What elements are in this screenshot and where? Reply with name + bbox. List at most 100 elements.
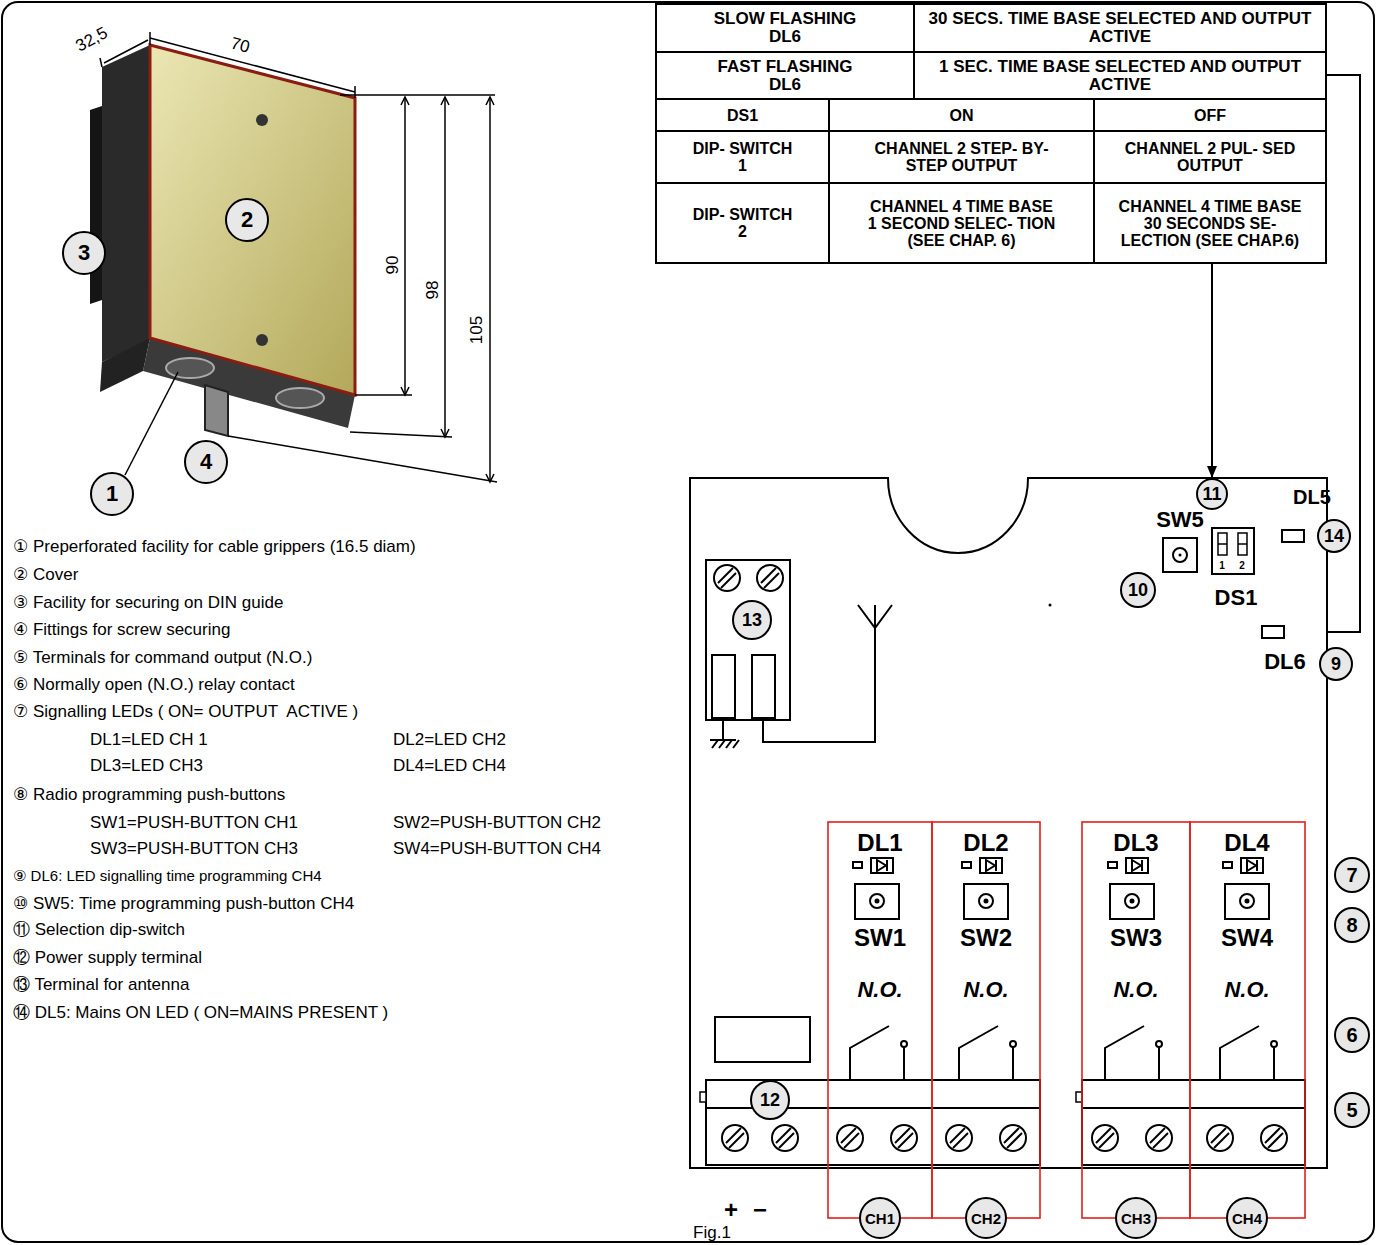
label-text: DL2 bbox=[963, 830, 1008, 856]
label-text: SW5 bbox=[1156, 508, 1204, 532]
callout-circle: 9 bbox=[1319, 647, 1353, 681]
callout-number: 3 bbox=[78, 242, 90, 264]
callout-circle: 11 bbox=[1196, 478, 1228, 510]
label-text: ⑪ Selection dip-switch bbox=[13, 921, 185, 940]
cell-text: 1 SEC. TIME BASE SELECTED AND OUTPUT ACT… bbox=[925, 58, 1315, 94]
table-cell: ON bbox=[828, 98, 1095, 132]
callout-circle: CH2 bbox=[965, 1197, 1007, 1239]
callout-circle: 1 bbox=[90, 472, 134, 516]
label-text: DL3 bbox=[1113, 830, 1158, 856]
callout-circle: 14 bbox=[1317, 519, 1351, 553]
label-text: SW3 bbox=[1110, 925, 1162, 951]
table-cell: 30 SECS. TIME BASE SELECTED AND OUTPUT A… bbox=[913, 3, 1327, 53]
label-text: SW4 bbox=[1221, 925, 1273, 951]
callout-number: 8 bbox=[1346, 915, 1357, 935]
label-text: ⑫ Power supply terminal bbox=[13, 949, 202, 968]
callout-number: CH1 bbox=[865, 1211, 895, 1226]
label-text: N.O. bbox=[1224, 978, 1269, 1002]
label-text: N.O. bbox=[857, 978, 902, 1002]
callout-circle: 6 bbox=[1334, 1017, 1370, 1053]
table-cell: CHANNEL 4 TIME BASE 1 SECOND SELEC- TION… bbox=[828, 182, 1095, 264]
callout-number: CH2 bbox=[971, 1211, 1001, 1226]
label-text: DL4=LED CH4 bbox=[393, 757, 506, 776]
callout-circle: 2 bbox=[225, 198, 269, 242]
callout-circle: 10 bbox=[1120, 572, 1156, 608]
label-text: 105 bbox=[468, 316, 487, 344]
cell-text: CHANNEL 4 TIME BASE 1 SECOND SELEC- TION… bbox=[864, 198, 1059, 249]
table-cell: CHANNEL 2 STEP- BY-STEP OUTPUT bbox=[828, 130, 1095, 184]
callout-number: 5 bbox=[1346, 1100, 1357, 1120]
table-cell: OFF bbox=[1093, 98, 1327, 132]
callout-number: CH3 bbox=[1121, 1211, 1151, 1226]
connector-line bbox=[1211, 264, 1213, 478]
cell-text: CHANNEL 2 PUL- SED OUTPUT bbox=[1110, 140, 1310, 174]
callout-number: 13 bbox=[742, 611, 762, 629]
cell-text: DS1 bbox=[727, 107, 758, 124]
label-text: 32,5 bbox=[73, 24, 111, 56]
callout-circle: 7 bbox=[1334, 857, 1370, 893]
table-cell: CHANNEL 4 TIME BASE 30 SECONDS SE- LECTI… bbox=[1093, 182, 1327, 264]
label-text: DL3=LED CH3 bbox=[90, 757, 203, 776]
callout-number: 6 bbox=[1346, 1025, 1357, 1045]
label-text: ⑦ Signalling LEDs ( ON= OUTPUT ACTIVE ) bbox=[13, 703, 358, 722]
label-text: ⑥ Normally open (N.O.) relay contact bbox=[13, 676, 295, 695]
label-text: ④ Fittings for screw securing bbox=[13, 621, 230, 640]
callout-number: CH4 bbox=[1232, 1211, 1262, 1226]
label-text: SW1 bbox=[854, 925, 906, 951]
circuit-board bbox=[690, 478, 1327, 1218]
label-text: DL1 bbox=[857, 830, 902, 856]
label-text: 98 bbox=[424, 281, 443, 300]
label-text: SW2=PUSH-BUTTON CH2 bbox=[393, 814, 601, 833]
label-text: + bbox=[724, 1197, 738, 1223]
label-text: ① Preperforated facility for cable gripp… bbox=[13, 538, 416, 557]
label-text: N.O. bbox=[1113, 978, 1158, 1002]
callout-circle: 13 bbox=[732, 600, 772, 640]
table-cell: DIP- SWITCH 1 bbox=[655, 130, 830, 184]
table-cell: FAST FLASHING DL6 bbox=[655, 51, 915, 100]
callout-number: 9 bbox=[1331, 655, 1341, 673]
label-text: ⑭ DL5: Mains ON LED ( ON=MAINS PRESENT ) bbox=[13, 1004, 388, 1023]
label-text: 2 bbox=[1239, 560, 1245, 571]
label-text: 90 bbox=[384, 256, 403, 275]
callout-number: 2 bbox=[241, 209, 253, 231]
label-text: DL6 bbox=[1264, 650, 1306, 674]
callout-number: 11 bbox=[1202, 485, 1221, 503]
cell-text: FAST FLASHING DL6 bbox=[705, 58, 865, 94]
callout-circle: CH4 bbox=[1226, 1197, 1268, 1239]
label-text: 70 bbox=[228, 35, 251, 58]
label-text: DS1 bbox=[1215, 586, 1258, 610]
table-cell: DIP- SWITCH 2 bbox=[655, 182, 830, 264]
cell-text: SLOW FLASHING DL6 bbox=[705, 10, 865, 46]
label-text: DL1=LED CH 1 bbox=[90, 731, 208, 750]
callout-circle: CH3 bbox=[1115, 1197, 1157, 1239]
label-text: ⑩ SW5: Time programming push-button CH4 bbox=[13, 895, 354, 914]
housing bbox=[90, 45, 355, 436]
table: DS1 ON OFF DIP- SWITCH 1 CHANNEL 2 STEP- BY-… bbox=[655, 98, 1327, 264]
label-text: − bbox=[753, 1197, 767, 1223]
table: SLOW FLASHING DL6 30 SECS. TIME BASE SELE… bbox=[655, 3, 1327, 100]
dimension-lines bbox=[100, 32, 497, 482]
label-text: DL5 bbox=[1293, 486, 1331, 508]
callout-number: 10 bbox=[1128, 581, 1148, 599]
cell-text: DIP- SWITCH 1 bbox=[693, 140, 793, 174]
cell-text: CHANNEL 4 TIME BASE 30 SECONDS SE- LECTI… bbox=[1113, 198, 1308, 249]
arrowhead bbox=[1207, 466, 1217, 478]
label-text: DL2=LED CH2 bbox=[393, 731, 506, 750]
callout-circle: 8 bbox=[1334, 907, 1370, 943]
table-cell: DS1 bbox=[655, 98, 830, 132]
label-text: DL4 bbox=[1224, 830, 1269, 856]
label-text: ② Cover bbox=[13, 566, 78, 585]
label-text: ③ Facility for securing on DIN guide bbox=[13, 594, 283, 613]
callout-circle: 3 bbox=[62, 231, 106, 275]
cell-text: OFF bbox=[1194, 107, 1226, 124]
label-text: N.O. bbox=[963, 978, 1008, 1002]
label-text: SW2 bbox=[960, 925, 1012, 951]
callout-number: 1 bbox=[106, 483, 118, 505]
callout-circle: 4 bbox=[184, 440, 228, 484]
label-text: SW4=PUSH-BUTTON CH4 bbox=[393, 840, 601, 859]
label-text: 1 bbox=[1219, 560, 1225, 571]
cell-text: 30 SECS. TIME BASE SELECTED AND OUTPUT A… bbox=[925, 10, 1315, 46]
